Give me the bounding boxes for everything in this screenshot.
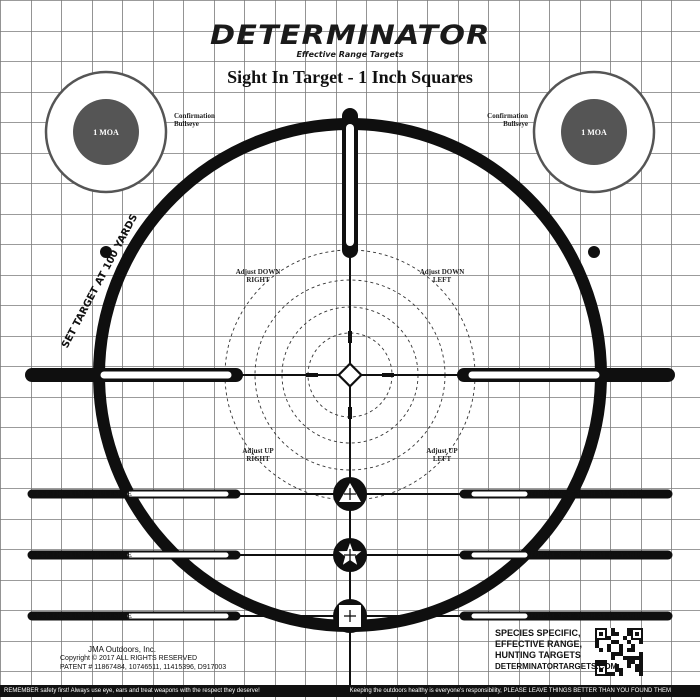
offset-row-2	[27, 538, 673, 572]
brand-tagline: Effective Range Targets	[296, 50, 404, 59]
promo-line-2: EFFECTIVE RANGE,	[495, 639, 583, 649]
left-dot	[100, 246, 112, 258]
right-moa-label: 1 MOA	[581, 128, 607, 137]
row3-left-label: USE THIS LINE'S BULLSEYE	[36, 612, 132, 620]
center-dashes	[306, 331, 394, 419]
row2-right-label: FOR GUNS 3" HIGH AT 100 YARDS	[530, 551, 644, 559]
row1-left-label: USE THIS LINE'S BULLSEYE	[36, 490, 132, 498]
adjust-up-left: Adjust UP LEFT	[426, 447, 458, 463]
company-info: JMA Outdoors, Inc. Copyright © 2017 ALL …	[60, 645, 226, 672]
company-name: JMA Outdoors, Inc.	[88, 645, 157, 654]
safety-note: REMEMBER safety first! Always use eye, e…	[4, 688, 260, 694]
copyright-text: Copyright © 2017 ALL RIGHTS RESERVED	[60, 655, 198, 662]
promo-block: SPECIES SPECIFIC, EFFECTIVE RANGE, HUNTI…	[495, 628, 617, 672]
bottom-banner: REMEMBER safety first! Always use eye, e…	[0, 685, 700, 697]
offset-row-1	[27, 477, 673, 511]
patent-text: PATENT # 11867484, 10746511, 11415396, D…	[60, 664, 227, 671]
offset-rows	[27, 477, 673, 633]
offset-row-3	[27, 599, 673, 633]
page-title: Sight In Target - 1 Inch Squares	[227, 67, 473, 87]
left-confirmation-bullseye	[44, 70, 168, 194]
center-diamond	[337, 362, 363, 388]
right-confirmation-bullseye	[532, 70, 656, 194]
adjust-down-right: Adjust DOWN RIGHT	[235, 268, 281, 284]
row2-left-label: USE THIS LINE'S BULLSEYE	[36, 551, 132, 559]
row1-right-label: FOR GUNS 2" HIGH AT 100 YARDS	[530, 490, 644, 498]
stewardship-note: Keeping the outdoors healthy is everyone…	[349, 688, 671, 694]
brand-name: DETERMINATOR	[209, 20, 491, 51]
promo-line-3: HUNTING TARGETS	[495, 650, 581, 660]
qr-code-icon	[595, 628, 643, 676]
adjust-up-right: Adjust UP RIGHT	[242, 447, 274, 463]
brand-logo: DETERMINATOR	[0, 20, 700, 51]
adjust-down-left: Adjust DOWN LEFT	[419, 268, 465, 284]
promo-line-1: SPECIES SPECIFIC,	[495, 628, 581, 638]
row3-right-label: FOR GUNS 4" HIGH AT 100 YARDS	[530, 612, 644, 620]
right-confirmation-label: Confirmation Bullseye	[487, 112, 528, 128]
right-dot	[588, 246, 600, 258]
website-link[interactable]: DETERMINATORTARGETS.COM	[495, 662, 618, 671]
left-confirmation-label: Confirmation Bullseye	[174, 112, 215, 128]
left-moa-label: 1 MOA	[93, 128, 119, 137]
